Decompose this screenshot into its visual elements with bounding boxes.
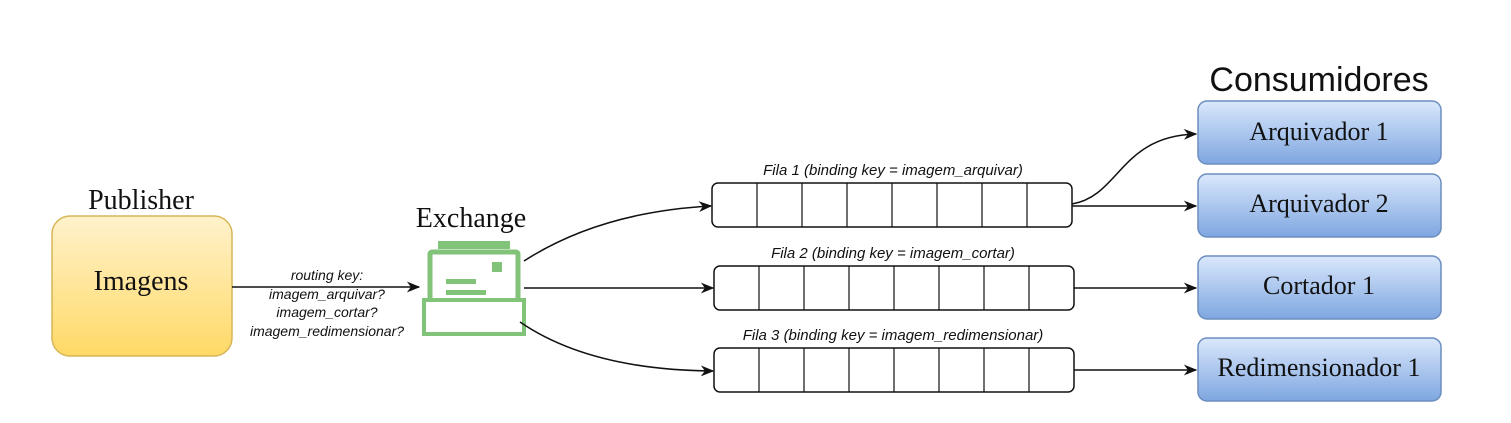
- publisher-box: [51, 215, 233, 357]
- fila-1-label: Fila 1 (binding key = imagem_arquivar): [763, 162, 1023, 179]
- consumer-label: Cortador 1: [1263, 271, 1375, 300]
- consumers-title: Consumidores: [1209, 61, 1428, 99]
- fila-1-to-arquivador-1-arrow: [1071, 128, 1198, 205]
- routing-key-label: routing key: imagem_arquivar? imagem_cor…: [250, 267, 404, 339]
- mailbox-icon: [422, 241, 526, 336]
- consumer-label: Arquivador 1: [1249, 117, 1388, 146]
- routing-line: imagem_arquivar?: [269, 286, 385, 302]
- publisher: Publisher Imagens: [51, 185, 233, 357]
- consumer-label: Redimensionador 1: [1218, 353, 1421, 382]
- fila-3-label: Fila 3 (binding key = imagem_redimension…: [743, 327, 1044, 344]
- fila-1-queue: [711, 182, 1073, 228]
- fila-2-queue: [713, 265, 1075, 311]
- exchange-title: Exchange: [416, 203, 526, 234]
- routing-line: imagem_redimensionar?: [250, 323, 404, 339]
- consumer-arquivador-2: Arquivador 2: [1197, 173, 1442, 238]
- fila-2-label: Fila 2 (binding key = imagem_cortar): [771, 245, 1015, 262]
- publisher-label: Imagens: [94, 266, 189, 297]
- exchange-to-fila-3-arrow: [519, 321, 715, 377]
- fila-3-queue: [713, 347, 1075, 393]
- exchange-to-fila-1-arrow: [523, 201, 713, 262]
- consumer-label: Arquivador 2: [1249, 189, 1388, 218]
- routing-line: imagem_cortar?: [276, 304, 377, 320]
- consumer-cortador-1: Cortador 1: [1197, 255, 1442, 320]
- consumer-arquivador-1: Arquivador 1: [1197, 100, 1442, 165]
- routing-line: routing key:: [291, 267, 363, 283]
- publisher-title: Publisher: [88, 185, 194, 216]
- consumer-redimensionador-1: Redimensionador 1: [1197, 337, 1442, 402]
- exchange: Exchange: [416, 203, 526, 336]
